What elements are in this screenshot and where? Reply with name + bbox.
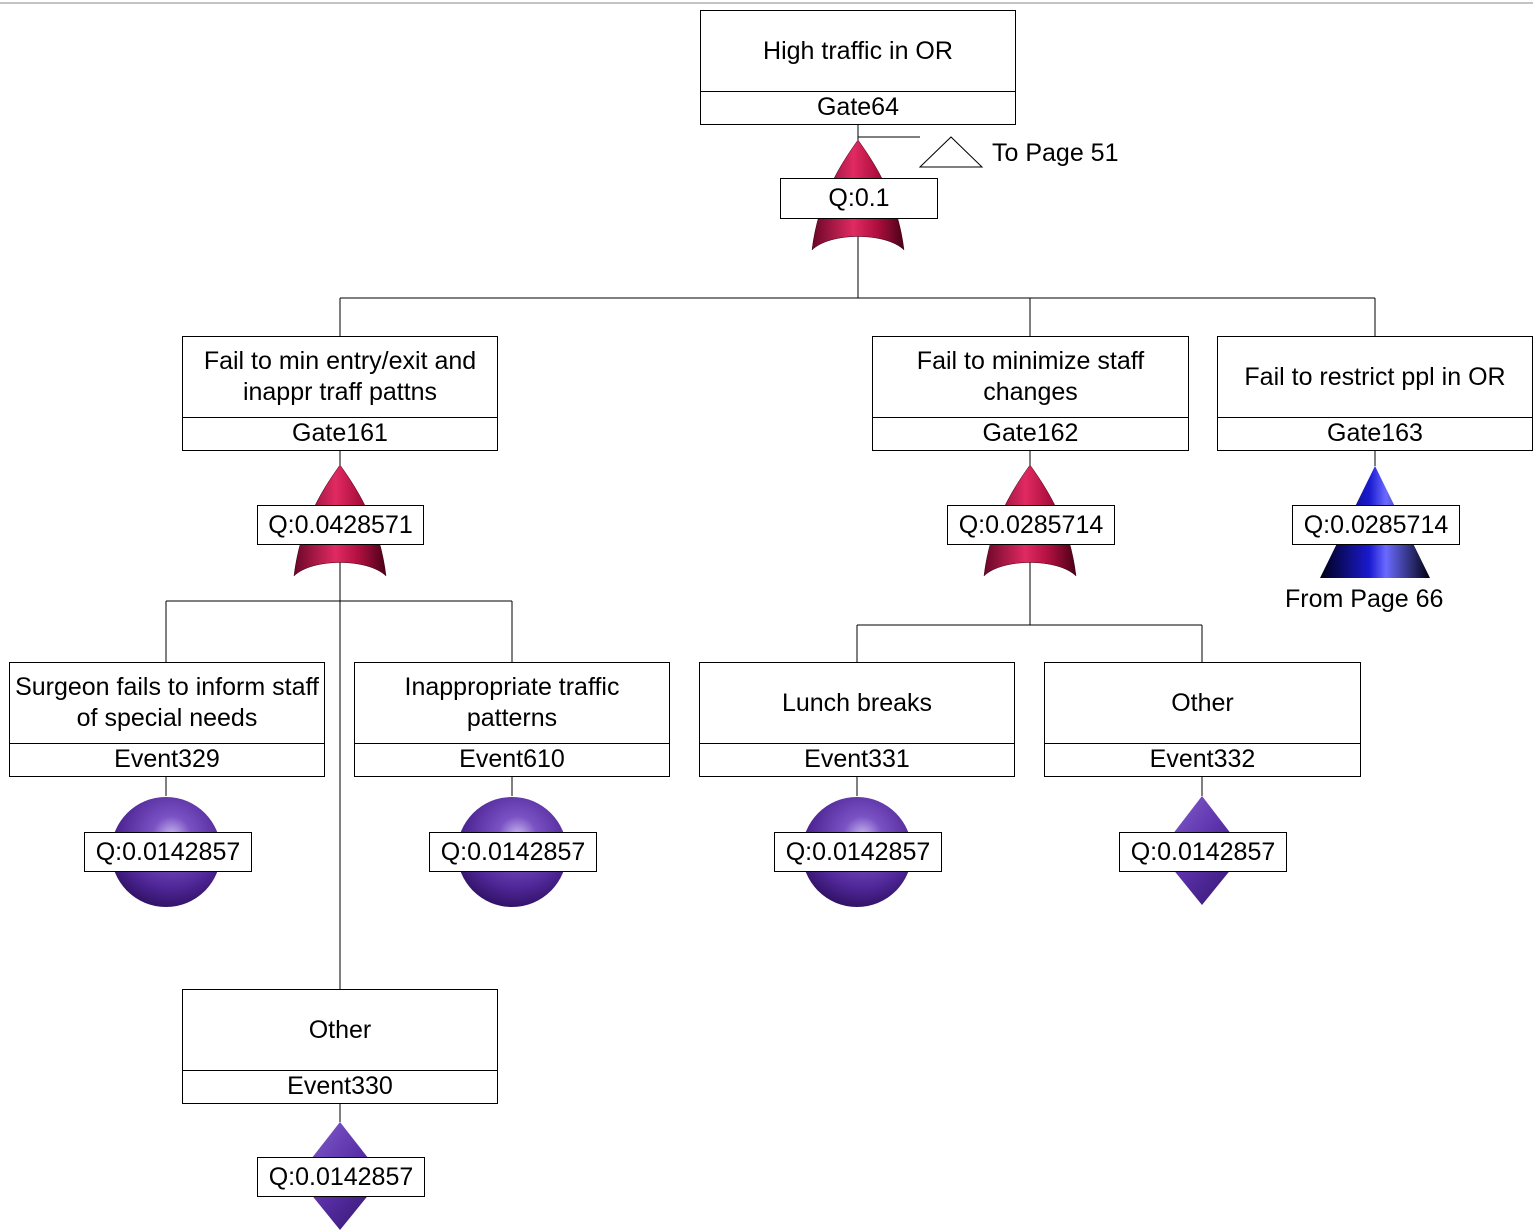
transfer-out-label: To Page 51: [992, 139, 1119, 167]
gate-node-gate163[interactable]: Fail to restrict ppl in OR Gate163: [1217, 336, 1533, 451]
node-title: Other: [183, 990, 497, 1071]
probability-label: Q:0.1: [780, 178, 938, 219]
node-title: Fail to min entry/exit and inappr traff …: [183, 337, 497, 418]
node-title: High traffic in OR: [701, 11, 1015, 92]
node-id: Event329: [114, 744, 220, 773]
event-node-event330[interactable]: Other Event330: [182, 989, 498, 1104]
node-title: Inappropriate traffic patterns: [355, 663, 669, 744]
probability-label: Q:0.0285714: [1292, 505, 1460, 545]
node-title: Surgeon fails to inform staff of special…: [10, 663, 324, 744]
node-title: Other: [1045, 663, 1360, 744]
node-title: Fail to restrict ppl in OR: [1218, 337, 1532, 418]
probability-label: Q:0.0142857: [84, 832, 252, 872]
event-node-event331[interactable]: Lunch breaks Event331: [699, 662, 1015, 777]
node-title: Lunch breaks: [700, 663, 1014, 744]
event-node-event332[interactable]: Other Event332: [1044, 662, 1361, 777]
probability-label: Q:0.0285714: [947, 505, 1115, 545]
gate-node-gate64[interactable]: High traffic in OR Gate64: [700, 10, 1016, 125]
probability-label: Q:0.0142857: [1119, 832, 1287, 872]
probability-label: Q:0.0428571: [257, 505, 424, 545]
node-id: Event330: [287, 1071, 393, 1100]
event-node-event329[interactable]: Surgeon fails to inform staff of special…: [9, 662, 325, 777]
node-id: Event332: [1149, 744, 1256, 773]
node-id: Gate161: [292, 418, 388, 447]
connectors: [165, 124, 1376, 1122]
probability-label: Q:0.0142857: [429, 832, 597, 872]
gate-node-gate162[interactable]: Fail to minimize staff changes Gate162: [872, 336, 1189, 451]
gate-node-gate161[interactable]: Fail to min entry/exit and inappr traff …: [182, 336, 498, 451]
transfer-in-label: From Page 66: [1285, 585, 1444, 613]
node-id: Gate162: [982, 418, 1079, 447]
node-id: Event610: [459, 744, 565, 773]
transfer-out-triangle-icon: [918, 136, 984, 168]
node-id: Gate64: [816, 92, 899, 121]
node-title: Fail to minimize staff changes: [873, 337, 1188, 418]
probability-label: Q:0.0142857: [257, 1157, 425, 1197]
probability-label: Q:0.0142857: [774, 832, 942, 872]
event-node-event610[interactable]: Inappropriate traffic patterns Event610: [354, 662, 670, 777]
node-id: Gate163: [1327, 418, 1423, 447]
node-id: Event331: [804, 744, 910, 773]
